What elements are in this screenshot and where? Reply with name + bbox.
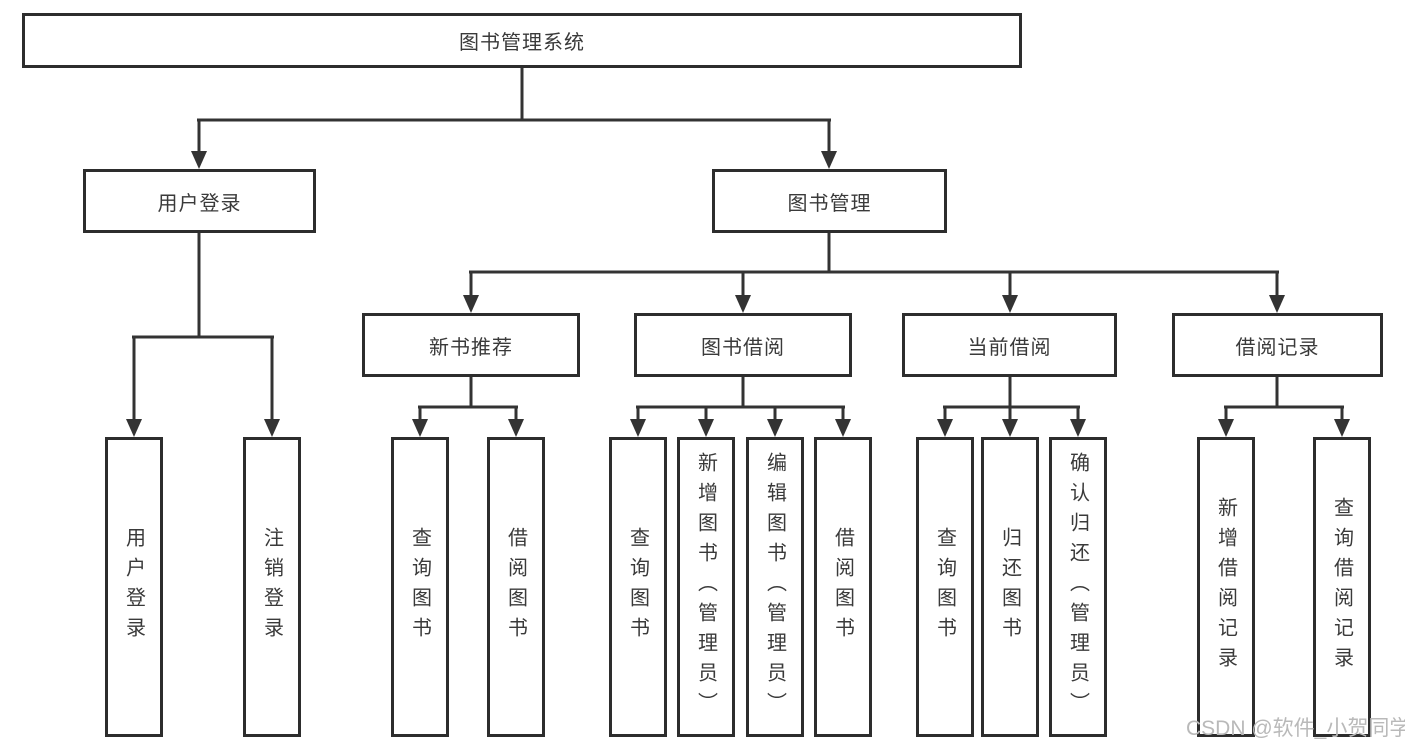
leaf-query-books-current: 查询图书 — [916, 437, 974, 737]
node-current-borrow: 当前借阅 — [902, 313, 1117, 377]
node-root-system: 图书管理系统 — [22, 13, 1022, 68]
node-label: 用户登录 — [157, 192, 242, 215]
leaf-query-books-recommend: 查询图书 — [391, 437, 449, 737]
leaf-logout: 注销登录 — [243, 437, 301, 737]
csdn-watermark: CSDN @软件_小贺同学 — [1186, 717, 1405, 740]
leaf-edit-book-admin: 编辑图书（管理员） — [746, 437, 804, 737]
leaf-label: 新增图书（管理员） — [694, 452, 717, 722]
leaf-label: 确认归还（管理员） — [1066, 452, 1089, 722]
leaf-query-borrow-record: 查询借阅记录 — [1313, 437, 1371, 737]
leaf-user-login: 用户登录 — [105, 437, 163, 737]
leaf-query-books-borrow: 查询图书 — [609, 437, 667, 737]
node-user-login: 用户登录 — [83, 169, 316, 233]
node-borrow-records: 借阅记录 — [1172, 313, 1383, 377]
node-label: 图书管理 — [787, 192, 872, 215]
leaf-confirm-return-admin: 确认归还（管理员） — [1049, 437, 1107, 737]
leaf-borrow-book: 借阅图书 — [814, 437, 872, 737]
node-label: 图书借阅 — [701, 336, 785, 359]
leaf-add-book-admin: 新增图书（管理员） — [677, 437, 735, 737]
node-label: 借阅记录 — [1235, 336, 1320, 359]
leaf-label: 新增借阅记录 — [1214, 497, 1237, 677]
leaf-label: 注销登录 — [260, 527, 283, 647]
leaf-label: 查询借阅记录 — [1330, 497, 1353, 677]
leaf-label: 查询图书 — [626, 527, 649, 647]
node-book-borrow: 图书借阅 — [634, 313, 852, 377]
leaf-return-book: 归还图书 — [981, 437, 1039, 737]
node-label: 当前借阅 — [967, 336, 1052, 359]
node-root-label: 图书管理系统 — [459, 32, 585, 54]
node-label: 新书推荐 — [429, 336, 513, 359]
leaf-label: 查询图书 — [933, 527, 956, 647]
leaf-label: 借阅图书 — [504, 527, 527, 647]
leaf-borrow-books-recommend: 借阅图书 — [487, 437, 545, 737]
leaf-label: 查询图书 — [408, 527, 431, 647]
leaf-add-borrow-record: 新增借阅记录 — [1197, 437, 1255, 737]
leaf-label: 归还图书 — [998, 527, 1021, 647]
node-new-book-recommend: 新书推荐 — [362, 313, 580, 377]
leaf-label: 编辑图书（管理员） — [763, 452, 786, 722]
leaf-label: 借阅图书 — [831, 527, 854, 647]
node-book-management: 图书管理 — [712, 169, 947, 233]
leaf-label: 用户登录 — [122, 527, 145, 647]
